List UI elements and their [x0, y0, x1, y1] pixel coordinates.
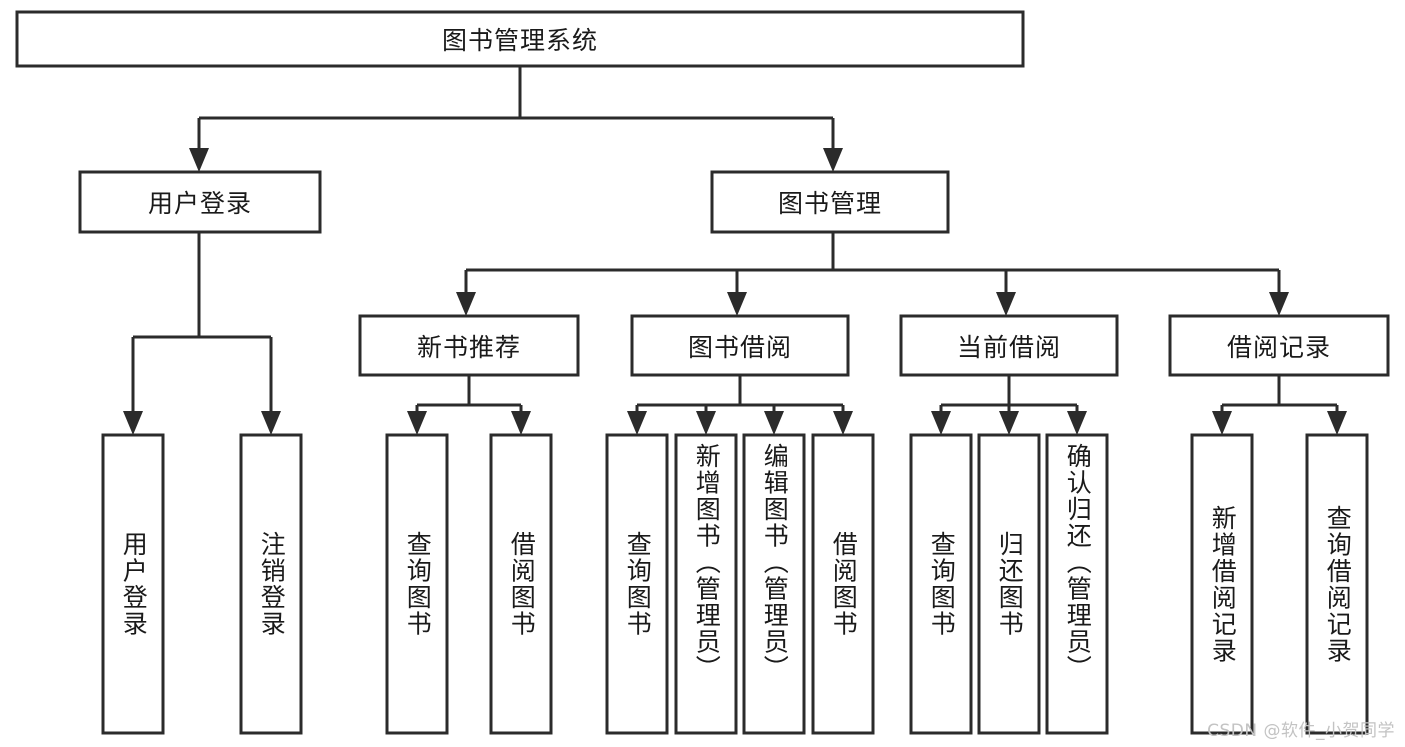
arrowhead-bookmgmt	[823, 148, 843, 172]
arrowhead-records	[1269, 292, 1289, 316]
node-root[interactable]	[15, 10, 1025, 68]
edges-current-to-leaves	[931, 375, 1087, 435]
csdn-watermark: CSDN @软件_小贺同学	[1207, 721, 1395, 741]
arrowhead-leaf10	[999, 411, 1019, 435]
node-leaf3[interactable]	[385, 433, 449, 735]
node-borrow[interactable]	[630, 314, 850, 377]
arrowhead-leaf4	[511, 411, 531, 435]
node-current[interactable]	[899, 314, 1119, 377]
arrowhead-current	[996, 292, 1016, 316]
node-leaf7[interactable]	[742, 433, 806, 735]
node-leaf11[interactable]	[1045, 433, 1109, 735]
node-records[interactable]	[1168, 314, 1390, 377]
arrowhead-leaf5	[627, 411, 647, 435]
arrowhead-leaf3	[407, 411, 427, 435]
node-leaf12[interactable]	[1190, 433, 1254, 735]
edges-login-to-leaves	[123, 232, 281, 435]
node-leaf13[interactable]	[1305, 433, 1369, 735]
node-login[interactable]	[78, 170, 322, 234]
arrowhead-leaf1	[123, 411, 143, 435]
node-leaf5[interactable]	[605, 433, 669, 735]
node-leaf2[interactable]	[239, 433, 303, 735]
arrowhead-leaf13	[1327, 411, 1347, 435]
arrowhead-leaf9	[931, 411, 951, 435]
node-leaf9[interactable]	[909, 433, 973, 735]
edges-newbook-to-leaves	[407, 375, 531, 435]
arrowhead-leaf6	[696, 411, 716, 435]
arrowhead-borrow	[727, 292, 747, 316]
edges-level1-to-level2	[189, 66, 843, 172]
node-leaf4[interactable]	[489, 433, 553, 735]
node-leaf6[interactable]	[674, 433, 738, 735]
node-leaf10[interactable]	[977, 433, 1041, 735]
edges-records-to-leaves	[1212, 375, 1347, 435]
arrowhead-leaf11	[1067, 411, 1087, 435]
node-newbook[interactable]	[358, 314, 580, 377]
node-leaf8[interactable]	[811, 433, 875, 735]
arrowhead-newbook	[456, 292, 476, 316]
arrowhead-leaf8	[833, 411, 853, 435]
edges-borrow-to-leaves	[627, 375, 853, 435]
arrowhead-leaf2	[261, 411, 281, 435]
node-leaf1[interactable]	[101, 433, 165, 735]
arrowhead-leaf7	[764, 411, 784, 435]
arrowhead-login	[189, 148, 209, 172]
edges-bookmgmt-to-level3	[456, 232, 1289, 316]
arrowhead-leaf12	[1212, 411, 1232, 435]
node-bookmgmt[interactable]	[710, 170, 950, 234]
